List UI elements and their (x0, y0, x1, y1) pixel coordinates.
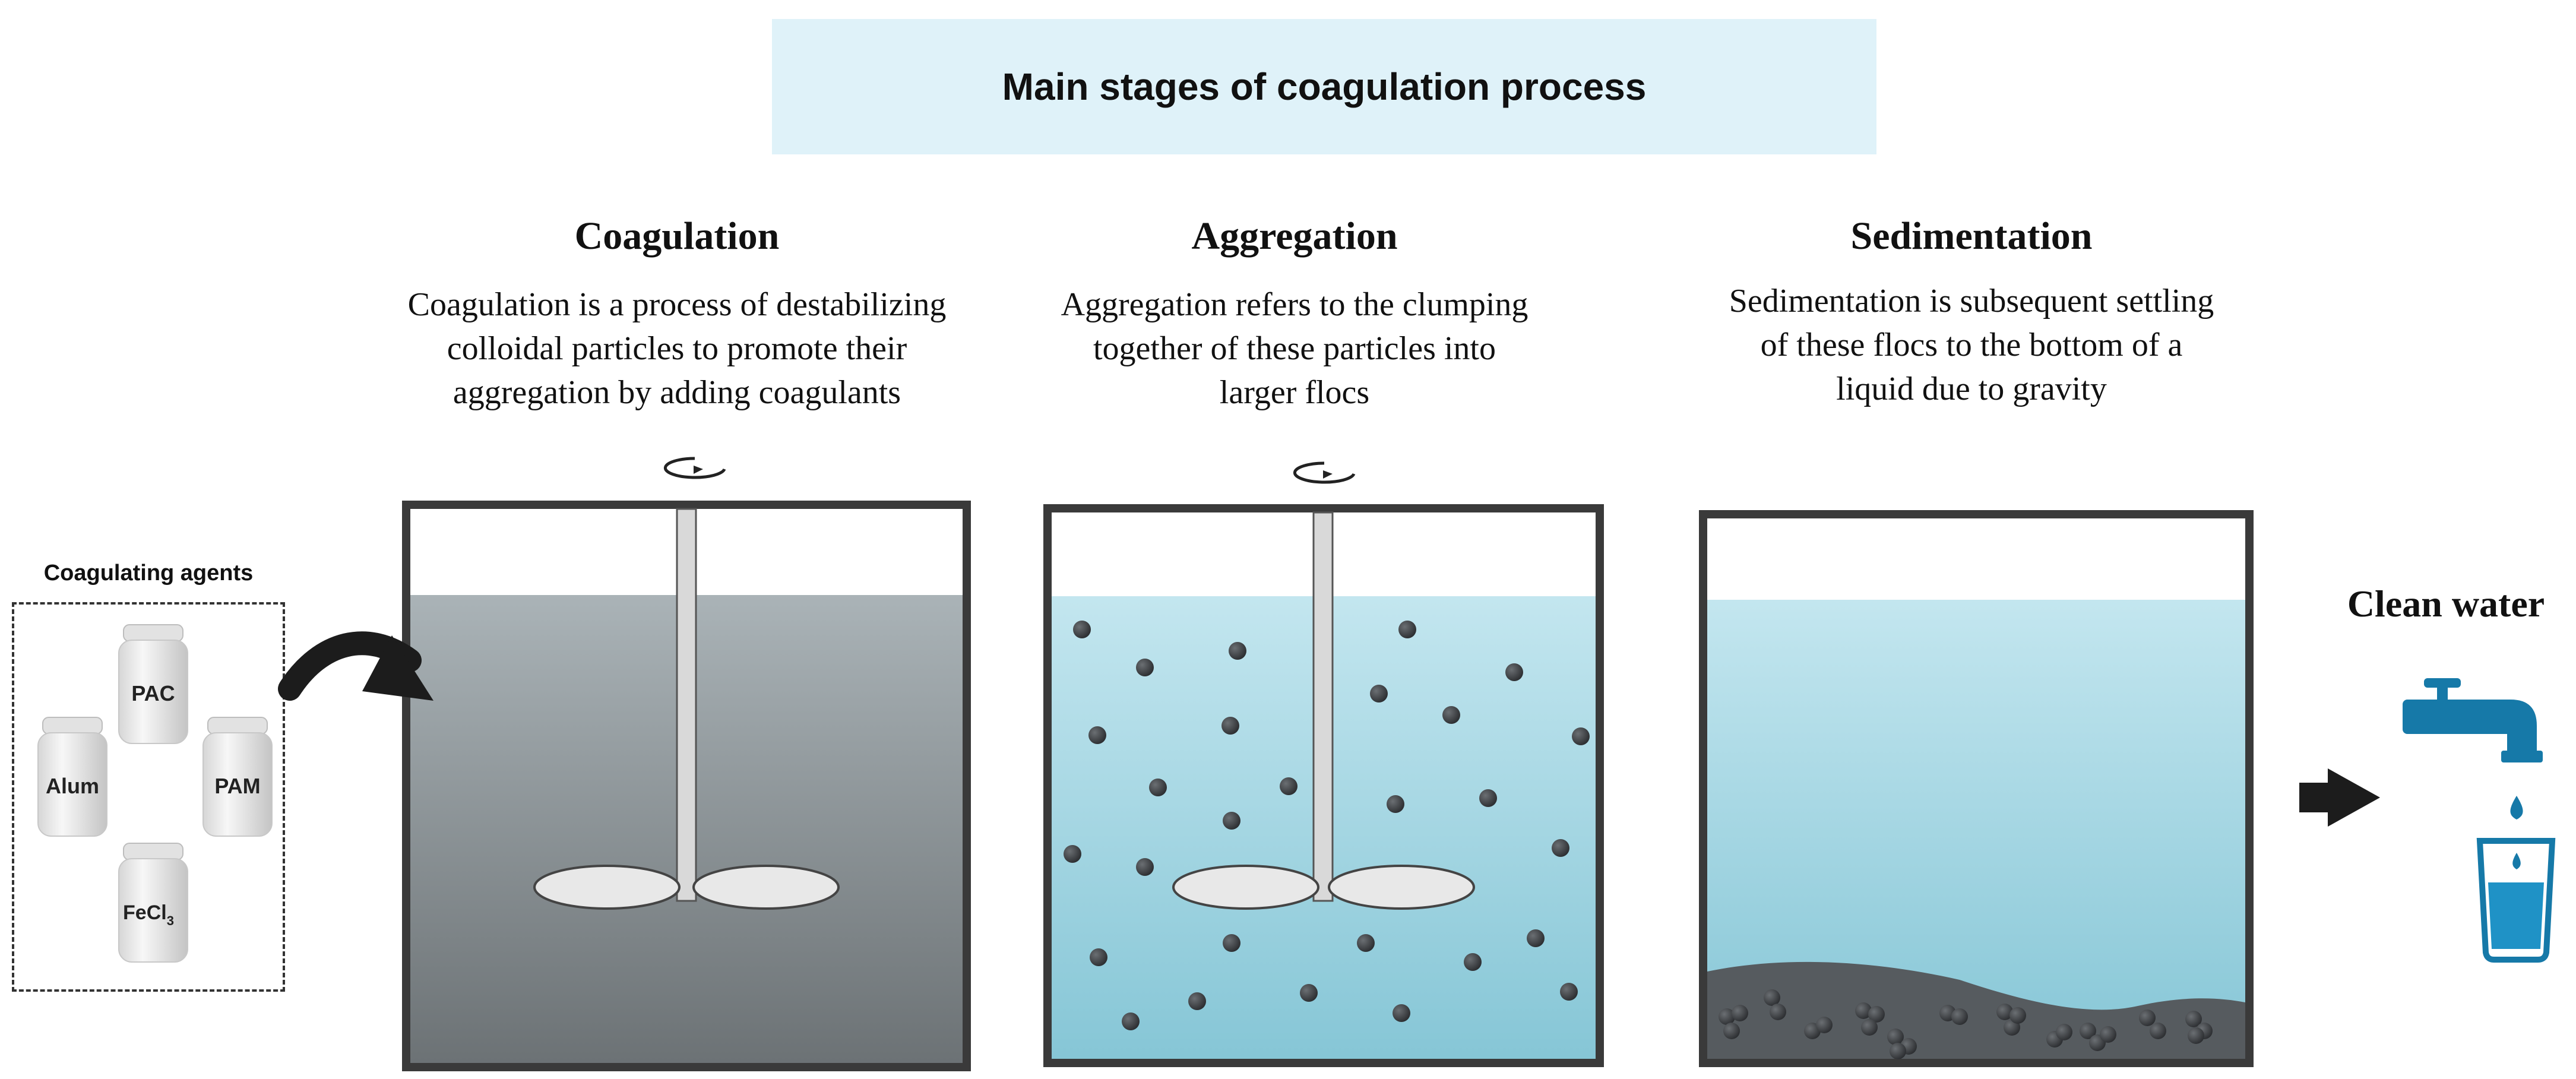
floc (1370, 685, 1388, 703)
mixer-blade-left (533, 865, 681, 910)
stage-description-sedimentation: Sedimentation is subsequent settling of … (1627, 279, 2316, 411)
description-line: together of these particles into (1093, 330, 1496, 367)
faucet-icon (2403, 678, 2543, 819)
description-line: larger flocs (1219, 374, 1370, 411)
bottle-pac: PAC (118, 624, 188, 744)
floc (1996, 1004, 2013, 1020)
bottle-label: FeCl3 (123, 901, 174, 928)
floc (1223, 934, 1240, 952)
floc (2080, 1023, 2096, 1039)
floc (2009, 1007, 2026, 1024)
floc (1136, 659, 1154, 676)
floc (1890, 1043, 1906, 1059)
floc (1855, 1002, 1872, 1019)
floc (1552, 839, 1569, 857)
floc (1393, 1004, 1410, 1022)
coagulation-tank (402, 457, 971, 1071)
floc (1732, 1005, 1748, 1021)
floc (1572, 727, 1590, 745)
rotation-icon (1293, 461, 1356, 484)
stage-description-aggregation: Aggregation refers to the clumping toget… (950, 283, 1639, 414)
arrow-right-icon (2299, 768, 2380, 827)
floc (2056, 1024, 2072, 1040)
floc (1868, 1006, 1885, 1023)
settled-flocs (1719, 989, 2213, 1059)
bottle-label: PAM (214, 774, 260, 798)
mixer-shaft (676, 508, 697, 902)
title-box: Main stages of coagulation process (772, 19, 1876, 154)
rotation-icon (663, 457, 726, 479)
bottle-label: Alum (46, 774, 99, 798)
coagulating-agents-box (12, 602, 285, 992)
floc (1387, 795, 1404, 813)
floc (1229, 642, 1246, 660)
floc (1088, 726, 1106, 744)
stage-title-sedimentation: Sedimentation (1850, 214, 2093, 258)
floc (1764, 989, 1780, 1006)
description-line: Aggregation refers to the clumping (1061, 286, 1528, 323)
sedimentation-tank (1699, 510, 2254, 1067)
floc (1770, 1004, 1786, 1020)
floc-particles (1064, 621, 1590, 1030)
mixer-blade-left (1172, 865, 1319, 910)
floc (1723, 1023, 1740, 1039)
mixer-shaft (1312, 511, 1334, 902)
description-line: Coagulation is a process of destabilizin… (407, 286, 947, 323)
floc (1816, 1017, 1833, 1033)
floc (1951, 1008, 1968, 1025)
floc (1221, 717, 1239, 735)
floc (2185, 1011, 2202, 1027)
floc (1223, 812, 1240, 830)
clean-water-label: Clean water (2347, 583, 2545, 625)
aggregation-tank (1043, 461, 1604, 1067)
floc (1861, 1019, 1878, 1036)
floc (1136, 858, 1154, 876)
description-line: Sedimentation is subsequent settling (1729, 283, 2214, 319)
floc (1122, 1012, 1140, 1030)
description-line: of these flocs to the bottom of a (1760, 327, 2183, 363)
bottle-pam: PAM (202, 717, 273, 837)
bottle-alum: Alum (37, 717, 107, 837)
diagram-title: Main stages of coagulation process (1002, 65, 1647, 108)
mixer-blade-right (1328, 865, 1475, 910)
curved-arrow-icon (278, 631, 433, 701)
floc (1073, 621, 1091, 638)
coagulating-agents-label: Coagulating agents (43, 561, 254, 586)
floc (1479, 789, 1497, 807)
bottle-fecl3: FeCl3 (118, 843, 188, 963)
floc (1300, 984, 1318, 1002)
floc (1188, 992, 1206, 1010)
floc (1149, 779, 1167, 796)
floc (1560, 983, 1578, 1001)
water-drop-icon (2510, 796, 2523, 819)
description-line: liquid due to gravity (1836, 371, 2107, 407)
floc (1280, 777, 1298, 795)
stage-description-coagulation: Coagulation is a process of destabilizin… (333, 283, 1021, 414)
floc (2139, 1010, 2156, 1026)
floc (1887, 1029, 1904, 1045)
floc (1719, 1008, 1735, 1025)
floc (1442, 706, 1460, 724)
floc (1464, 953, 1482, 971)
floc (1398, 621, 1416, 638)
floc (1527, 929, 1545, 947)
floc (2188, 1027, 2204, 1044)
floc (1357, 934, 1375, 952)
floc (1064, 845, 1081, 863)
stage-title-aggregation: Aggregation (1191, 214, 1398, 258)
floc (2100, 1026, 2116, 1043)
description-line: aggregation by adding coagulants (452, 374, 901, 411)
floc (2150, 1023, 2166, 1039)
glass-icon (2476, 838, 2556, 963)
mixer-blade-right (692, 865, 840, 910)
floc (1505, 663, 1523, 681)
stage-title-coagulation: Coagulation (574, 214, 780, 258)
floc (1090, 948, 1107, 966)
description-line: colloidal particles to promote their (447, 330, 907, 367)
bottle-label: PAC (131, 681, 175, 705)
